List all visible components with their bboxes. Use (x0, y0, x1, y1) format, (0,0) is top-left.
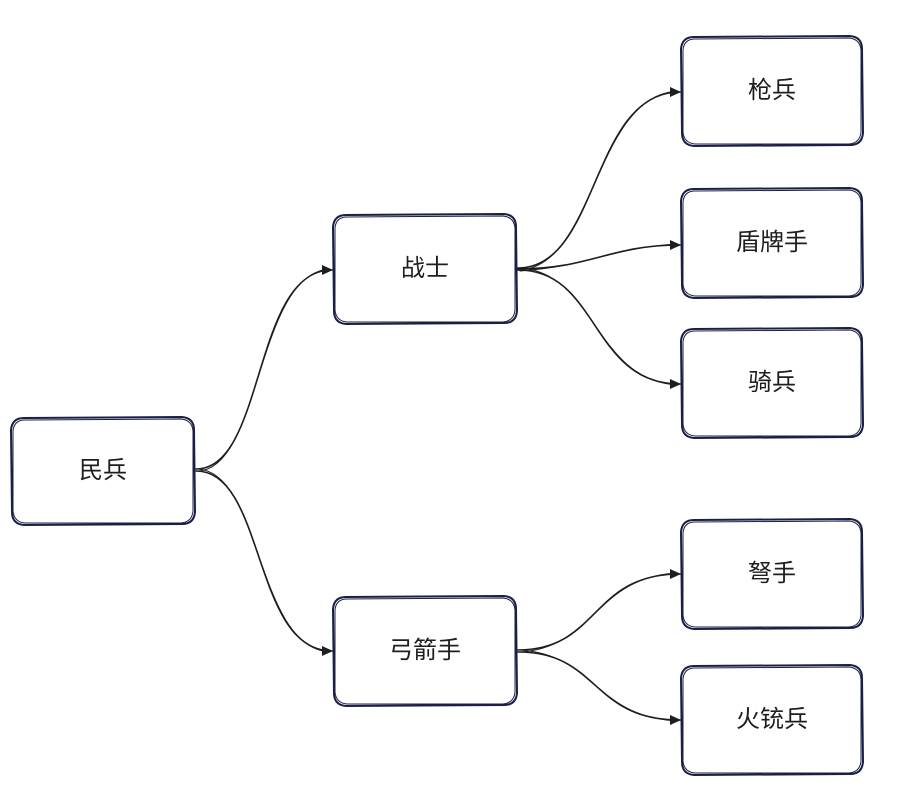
node-archer: 弓箭手 (331, 594, 519, 708)
node-spearman: 枪兵 (679, 34, 865, 148)
node-shieldbearer: 盾牌手 (679, 186, 865, 300)
edge-warrior-shieldbearer (517, 240, 681, 272)
edge-militia-archer (195, 468, 333, 656)
node-cavalry: 骑兵 (679, 326, 865, 440)
node-spearman-label: 枪兵 (748, 76, 796, 104)
edges (195, 87, 681, 725)
node-archer-label: 弓箭手 (389, 636, 461, 664)
node-warrior: 战士 (331, 212, 519, 326)
edge-archer-crossbowman (517, 569, 681, 653)
node-cavalry-label: 骑兵 (748, 368, 796, 396)
edge-militia-warrior (195, 265, 333, 472)
node-militia: 民兵 (9, 415, 197, 527)
node-musketeer: 火铳兵 (679, 663, 865, 777)
edge-warrior-spearman (517, 87, 681, 271)
edge-warrior-cavalry (517, 267, 681, 389)
node-musketeer-label: 火铳兵 (736, 705, 808, 733)
node-crossbowman: 弩手 (679, 517, 865, 631)
node-warrior-label: 战士 (401, 254, 449, 282)
node-shieldbearer-label: 盾牌手 (736, 228, 808, 256)
edge-archer-musketeer (517, 649, 681, 725)
node-crossbowman-label: 弩手 (748, 559, 796, 587)
node-militia-label: 民兵 (79, 456, 127, 484)
